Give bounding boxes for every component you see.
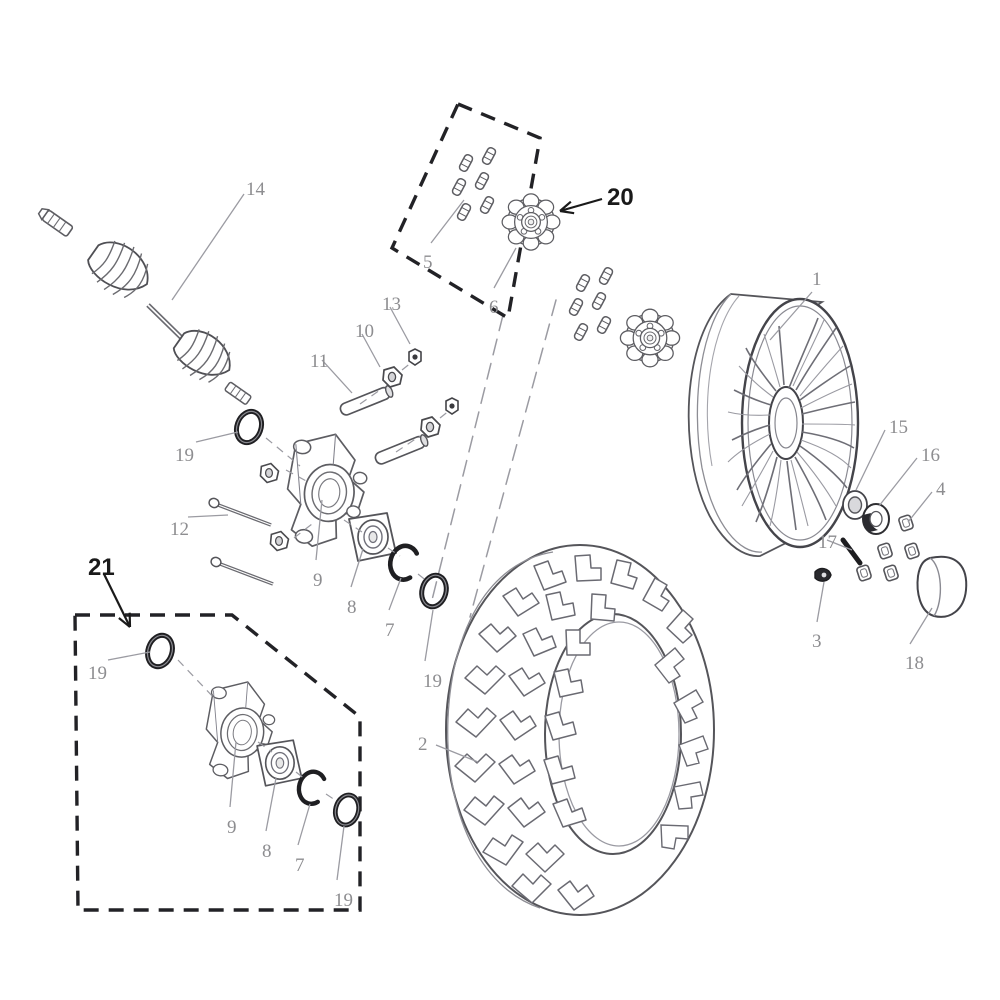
leader-line-13 — [389, 306, 411, 345]
callout-number-2: 2 — [418, 734, 428, 755]
callout-number-18: 18 — [905, 653, 924, 674]
callout-number-10: 10 — [355, 321, 374, 342]
group-20-dashed-box — [389, 101, 542, 321]
leader-line-16 — [878, 457, 918, 507]
leader-arrow-21 — [118, 612, 132, 628]
leader-line-6 — [493, 247, 517, 289]
callout-number-15: 15 — [889, 417, 908, 438]
leader-line-19 — [107, 651, 151, 661]
leader-line-1 — [769, 291, 813, 341]
dust-cap-part — [916, 555, 968, 618]
leader-line-21 — [103, 573, 131, 628]
callout-number-9: 9 — [313, 570, 323, 591]
callout-number-14: 14 — [246, 179, 265, 200]
callout-number-19: 19 — [423, 671, 442, 692]
callout-number-1: 1 — [812, 269, 822, 290]
leader-line-15 — [855, 429, 886, 491]
leader-line-2 — [435, 744, 479, 763]
callout-number-6: 6 — [489, 297, 499, 318]
callout-number-13: 13 — [382, 294, 401, 315]
alignment-lines — [265, 361, 451, 583]
leader-line-9 — [315, 499, 323, 561]
callout-number-19: 19 — [334, 890, 353, 911]
bolt-and-nut-set — [205, 462, 290, 586]
leader-line-8 — [265, 777, 277, 832]
group-21-dashed-box — [73, 613, 362, 912]
callout-number-4: 4 — [936, 479, 946, 500]
leader-line-8 — [350, 548, 364, 588]
callout-number-12: 12 — [170, 519, 189, 540]
callout-number-8: 8 — [262, 841, 272, 862]
callout-number-21: 21 — [88, 554, 115, 581]
leader-line-19 — [336, 825, 345, 881]
leader-line-4 — [907, 491, 933, 523]
leader-line-11 — [321, 359, 353, 394]
valve-stem-part — [814, 567, 832, 582]
leader-line-19 — [195, 431, 239, 443]
callout-number-5: 5 — [423, 252, 433, 273]
callout-number-7: 7 — [385, 620, 395, 641]
leader-line-7 — [297, 803, 311, 846]
oil-seal-part — [332, 792, 362, 827]
leader-line-17 — [826, 539, 853, 551]
wheel-bearing-part — [348, 512, 397, 562]
callout-number-19: 19 — [175, 445, 194, 466]
leader-line-7 — [388, 577, 402, 611]
hub-flange-part — [501, 193, 561, 251]
pin-and-nut-set — [337, 348, 459, 467]
callout-number-17: 17 — [818, 532, 837, 553]
leader-line-5 — [430, 199, 465, 244]
leader-line-10 — [361, 333, 381, 368]
hub-flange-part — [619, 308, 681, 368]
callout-number-8: 8 — [347, 597, 357, 618]
wheel-rim-part — [687, 293, 860, 557]
assembly-axis-lines — [431, 299, 557, 618]
wheel-bearing-part — [256, 739, 303, 787]
group-21-contents — [144, 632, 362, 828]
leader-line-12 — [187, 514, 229, 518]
leader-line-3 — [816, 581, 825, 623]
callout-number-3: 3 — [812, 631, 822, 652]
leader-line-20 — [559, 197, 603, 213]
wheel-stud-set — [567, 265, 615, 343]
tire-part — [445, 544, 715, 916]
group-20-contents — [450, 145, 561, 251]
oil-seal-part — [232, 408, 265, 446]
callout-number-7: 7 — [295, 855, 305, 876]
callout-number-20: 20 — [607, 184, 634, 211]
leader-line-18 — [909, 607, 933, 645]
group-dashed-boxes — [73, 101, 542, 912]
leader-line-14 — [171, 193, 245, 301]
leader-arrow-20 — [559, 200, 575, 215]
spacer-part — [842, 490, 868, 520]
callout-number-19: 19 — [88, 663, 107, 684]
callout-number-11: 11 — [310, 351, 329, 372]
hub-nut-part — [862, 503, 890, 535]
callout-number-16: 16 — [921, 445, 940, 466]
callout-number-9: 9 — [227, 817, 237, 838]
key-part — [840, 537, 863, 566]
leader-line-9 — [229, 741, 237, 808]
leader-line-19 — [424, 609, 434, 662]
cv-axle-part — [37, 207, 252, 405]
callout-leader-lines — [103, 193, 933, 881]
